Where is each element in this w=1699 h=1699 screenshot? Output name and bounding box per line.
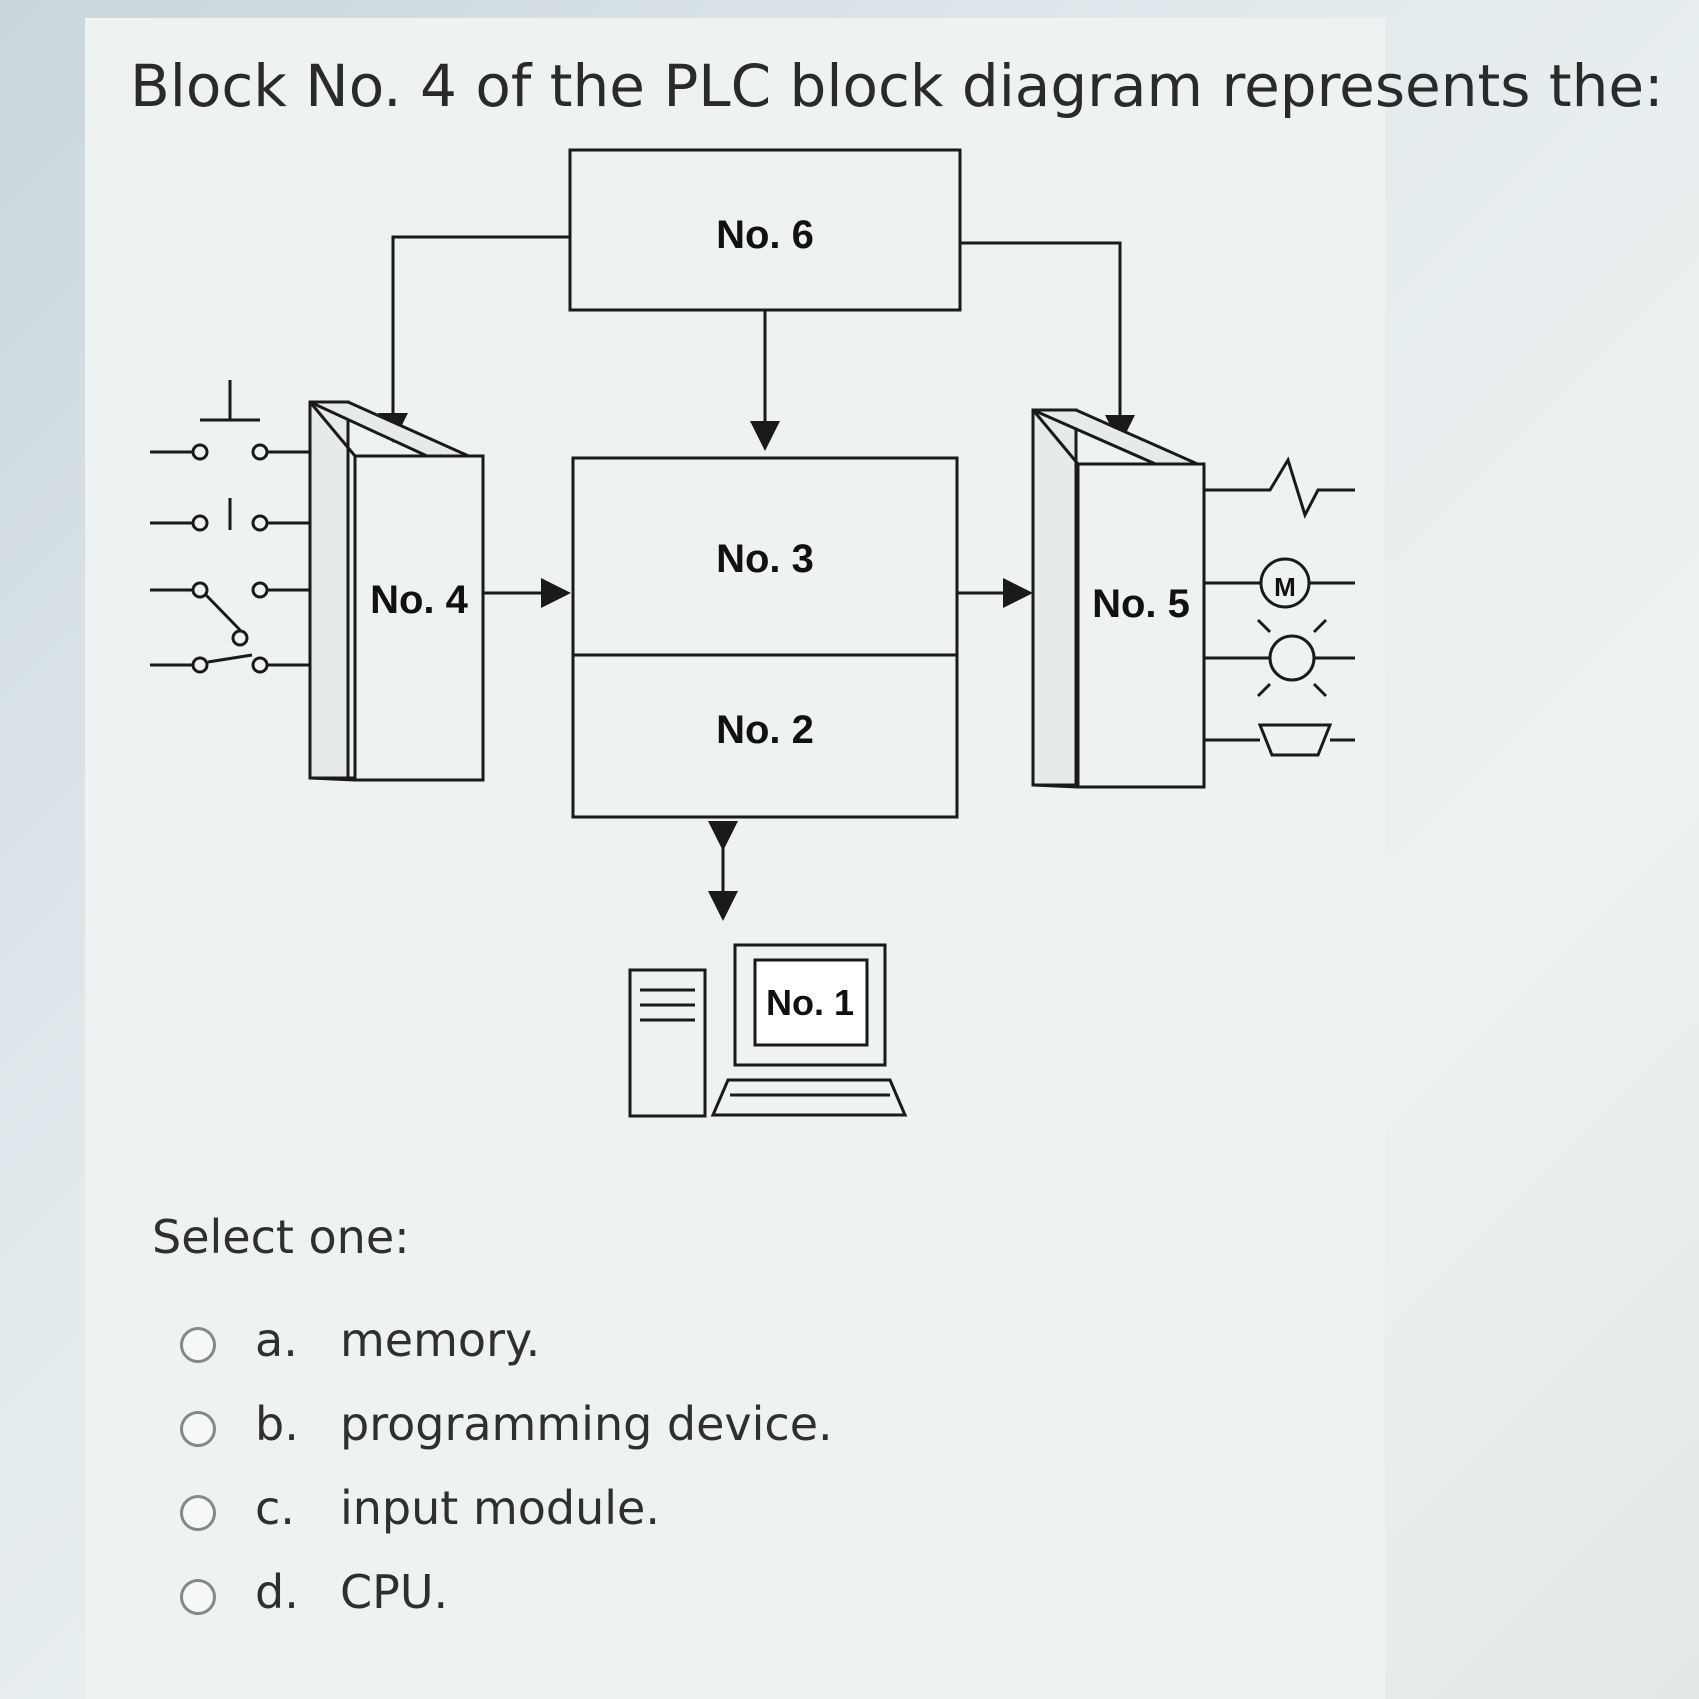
radio-button-icon[interactable] [180,1411,216,1447]
connector-no6-to-no4 [378,235,570,443]
block-no5: No. 5 [1031,408,1206,789]
option-d[interactable]: d. CPU. [180,1557,1080,1641]
block-no6: No. 6 [568,148,962,312]
block-no2-label: No. 2 [716,708,814,752]
block-no4: No. 4 [308,400,485,782]
option-text: memory. [340,1313,541,1367]
plc-block-diagram: No. 6 No. 4 [150,148,1355,1118]
block-no5-label: No. 5 [1092,582,1190,626]
block-no1-label: No. 1 [766,982,854,1023]
select-one-prompt: Select one: [152,1210,410,1264]
option-text: input module. [340,1481,660,1535]
answer-options: a. memory. b. programming device. c. inp… [180,1305,1080,1641]
option-letter: b. [255,1397,299,1451]
option-letter: a. [255,1313,298,1367]
input-switches-icon [150,380,310,674]
radio-button-icon[interactable] [180,1495,216,1531]
option-text: programming device. [340,1397,833,1451]
option-b[interactable]: b. programming device. [180,1389,1080,1473]
block-no3-label: No. 3 [716,537,814,581]
block-no4-label: No. 4 [370,578,469,622]
motor-symbol-label: M [1274,572,1296,602]
block-no6-label: No. 6 [716,213,814,257]
connector-no6-to-no5 [960,241,1135,445]
radio-button-icon[interactable] [180,1579,216,1615]
option-a[interactable]: a. memory. [180,1305,1080,1389]
option-text: CPU. [340,1565,449,1619]
option-letter: d. [255,1565,299,1619]
block-no1-computer-icon [628,943,908,1118]
block-no3: No. 3 [571,456,959,657]
question-text: Block No. 4 of the PLC block diagram rep… [130,52,1664,120]
output-devices-icon [1204,456,1355,757]
block-no2: No. 2 [571,653,959,819]
option-letter: c. [255,1481,295,1535]
option-c[interactable]: c. input module. [180,1473,1080,1557]
radio-button-icon[interactable] [180,1327,216,1363]
